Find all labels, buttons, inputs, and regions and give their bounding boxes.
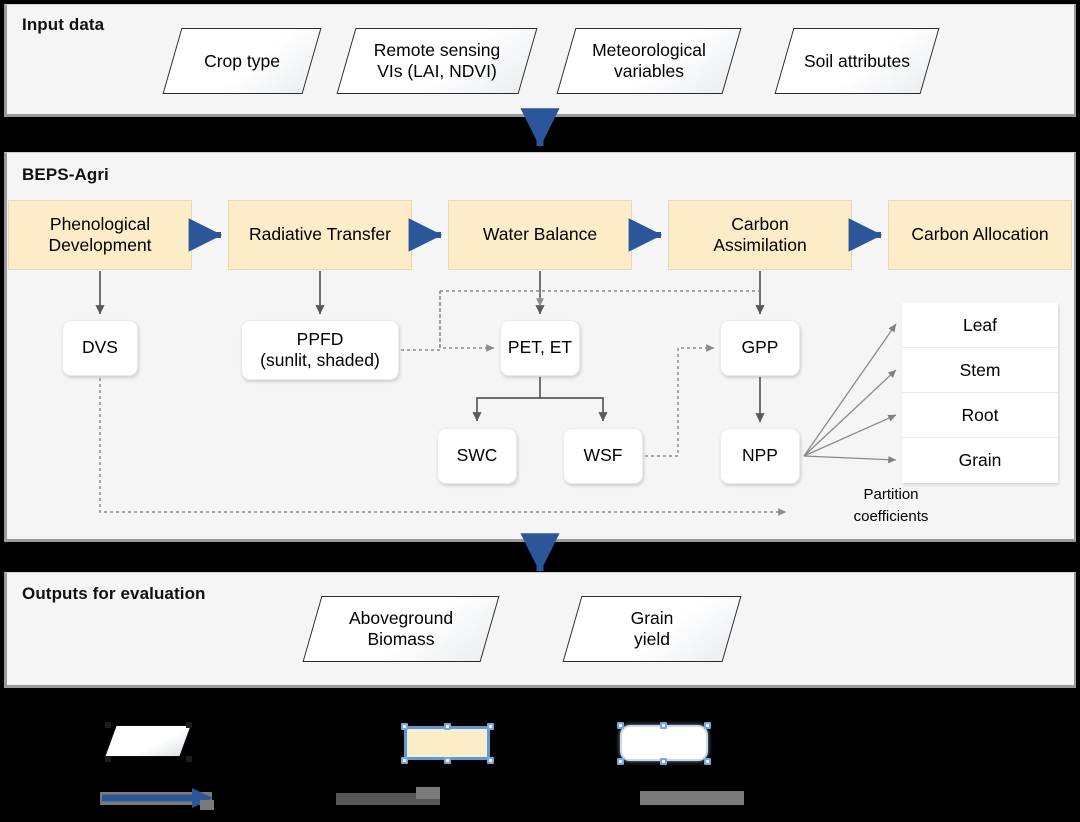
selection-handle[interactable] — [704, 758, 711, 765]
input-item-label: Crop type — [204, 50, 280, 71]
organ-item-root[interactable]: Root — [902, 393, 1058, 438]
selection-handle[interactable] — [617, 758, 624, 765]
variable-box-label: NPP — [742, 445, 778, 466]
process-box-label-line1: Carbon — [731, 213, 789, 234]
legend-bar — [0, 692, 1080, 822]
selection-handle[interactable] — [401, 723, 408, 730]
input-item-label-line1: Meteorological — [592, 40, 706, 60]
variable-box-label: SWC — [456, 445, 498, 466]
selection-handle[interactable] — [660, 722, 667, 729]
selection-handle[interactable] — [401, 757, 408, 764]
legend-symbol-variable-box — [620, 725, 708, 761]
input-item-meteorological[interactable]: Meteorological variables — [556, 28, 742, 94]
output-item-label-line1: Aboveground — [348, 608, 454, 628]
organ-item-grain[interactable]: Grain — [902, 438, 1058, 483]
selection-handle[interactable] — [105, 722, 111, 728]
legend-label-redacted — [200, 800, 214, 810]
selection-handle[interactable] — [487, 723, 494, 730]
selection-handle[interactable] — [660, 758, 667, 765]
parallelogram-shape — [104, 725, 192, 757]
process-box-carbon-assimilation[interactable]: Carbon Assimilation — [668, 200, 852, 270]
outputs-title: Outputs for evaluation — [22, 584, 206, 603]
input-item-label-line2: VIs (LAI, NDVI) — [377, 61, 497, 81]
variable-box-ppfd[interactable]: PPFD (sunlit, shaded) — [241, 320, 399, 380]
input-data-title: Input data — [22, 15, 105, 34]
partition-coefficients-label: Partition coefficients — [798, 484, 984, 528]
output-item-grain-yield[interactable]: Grain yield — [562, 596, 742, 662]
output-item-label-line2: yield — [634, 629, 670, 649]
process-box-label: Carbon Allocation — [911, 224, 1049, 245]
selection-handle[interactable] — [487, 757, 494, 764]
output-item-label-line2: Biomass — [367, 629, 435, 649]
variable-box-wsf[interactable]: WSF — [563, 428, 643, 484]
organ-label: Leaf — [962, 314, 998, 335]
variable-box-npp[interactable]: NPP — [720, 428, 800, 484]
input-item-crop-type[interactable]: Crop type — [162, 28, 322, 94]
selection-handle[interactable] — [704, 722, 711, 729]
variable-box-label-line2: (sunlit, shaded) — [260, 350, 380, 370]
legend-symbol-parallelogram — [104, 725, 192, 757]
variable-box-label-line1: PPFD — [296, 328, 344, 349]
organ-label: Grain — [958, 450, 1002, 470]
variable-box-label: WSF — [583, 445, 623, 466]
process-box-label: Water Balance — [482, 224, 598, 245]
selection-handle[interactable] — [105, 756, 111, 762]
selection-handle[interactable] — [186, 756, 192, 762]
partition-label-line1: Partition — [863, 486, 919, 503]
process-box-label-line1: Phenological — [49, 213, 151, 234]
process-box-radiative-transfer[interactable]: Radiative Transfer — [228, 200, 412, 270]
legend-symbol-process-box — [404, 726, 490, 760]
legend-label-redacted — [640, 791, 744, 805]
input-item-remote-sensing[interactable]: Remote sensing VIs (LAI, NDVI) — [336, 28, 538, 94]
variable-box-label: GPP — [741, 337, 779, 358]
selection-handle[interactable] — [617, 722, 624, 729]
organ-label: Root — [961, 404, 999, 425]
selection-handle[interactable] — [444, 757, 451, 764]
process-box-water-balance[interactable]: Water Balance — [448, 200, 632, 270]
selection-handle[interactable] — [186, 722, 192, 728]
process-box-label-line2: Development — [48, 235, 152, 255]
legend-symbol-blue-arrow — [102, 788, 213, 808]
output-item-aboveground-biomass[interactable]: Aboveground Biomass — [302, 596, 500, 662]
process-box-carbon-allocation[interactable]: Carbon Allocation — [888, 200, 1072, 270]
variable-box-dvs[interactable]: DVS — [62, 320, 138, 376]
process-box-label-line2: Assimilation — [713, 235, 807, 255]
input-item-label-line1: Remote sensing — [373, 40, 501, 60]
input-item-label-line2: variables — [613, 61, 685, 81]
input-item-label: Soil attributes — [803, 50, 911, 71]
variable-box-gpp[interactable]: GPP — [720, 320, 800, 376]
variable-box-swc[interactable]: SWC — [437, 428, 517, 484]
organ-item-stem[interactable]: Stem — [902, 348, 1058, 393]
organ-list: Leaf Stem Root Grain — [902, 303, 1058, 483]
outputs-panel — [4, 572, 1076, 688]
process-box-phenological-development[interactable]: Phenological Development — [8, 200, 192, 270]
legend-label-redacted — [416, 787, 440, 799]
input-item-soil-attributes[interactable]: Soil attributes — [774, 28, 940, 94]
legend-label-redacted — [336, 793, 440, 805]
partition-label-line2: coefficients — [853, 507, 929, 525]
beps-agri-title: BEPS-Agri — [22, 165, 109, 184]
process-box-label: Radiative Transfer — [248, 224, 391, 245]
variable-box-label: PET, ET — [507, 337, 573, 358]
variable-box-pet-et[interactable]: PET, ET — [500, 320, 580, 376]
organ-label: Stem — [959, 359, 1001, 380]
variable-box-label: DVS — [82, 337, 118, 358]
selection-handle[interactable] — [444, 723, 451, 730]
organ-item-leaf[interactable]: Leaf — [902, 303, 1058, 348]
output-item-label-line1: Grain — [630, 608, 674, 628]
